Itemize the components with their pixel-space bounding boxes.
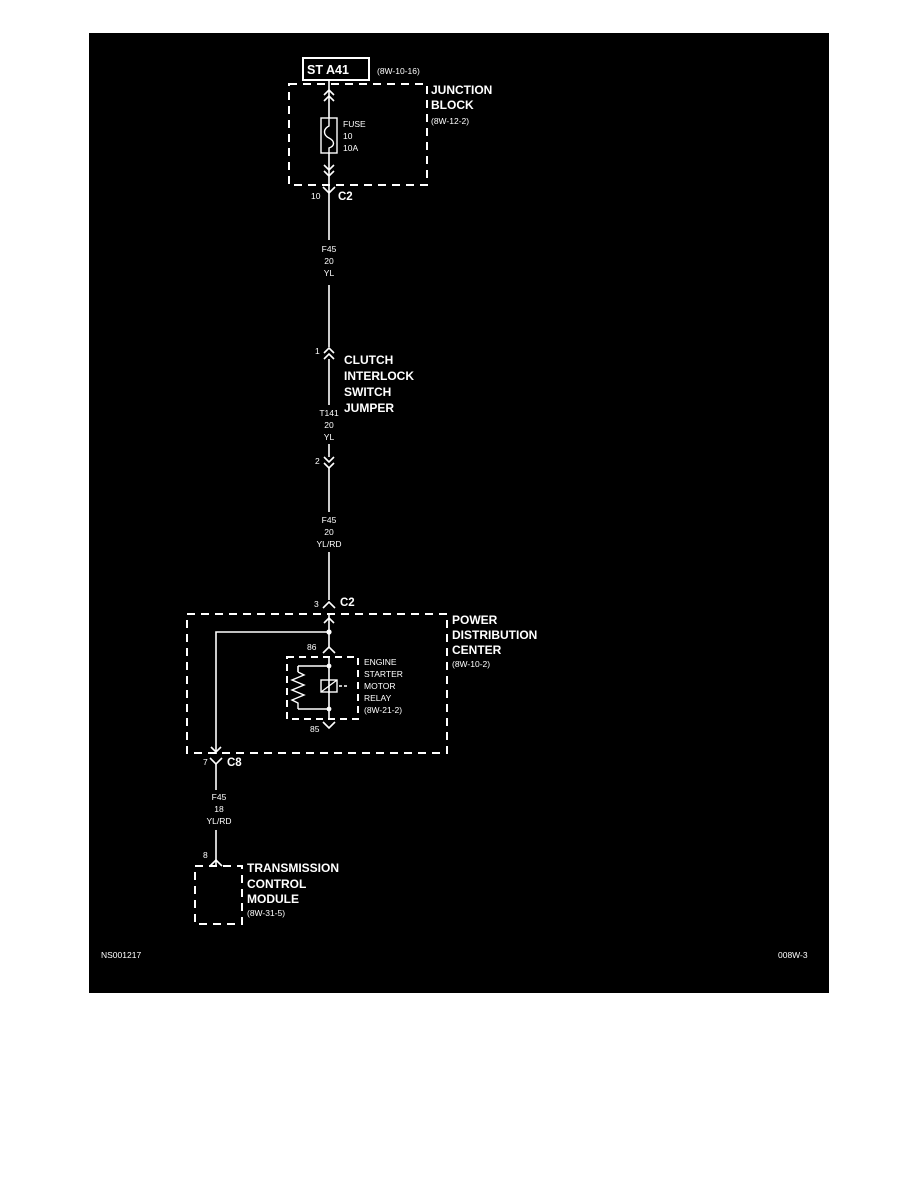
wire-1-color: YL (324, 268, 335, 278)
pdc-bus-wire (215, 631, 329, 754)
wire-3-gauge: 18 (214, 804, 224, 814)
wire-1-circuit: F45 (322, 244, 337, 254)
jb-connector-name: C2 (338, 191, 353, 203)
pdc-c8-inner-chevron (210, 746, 222, 754)
fuse-rating: 10A (343, 143, 358, 153)
junction-block-title-1: JUNCTION (431, 83, 492, 97)
wire-1-gauge: 20 (324, 256, 334, 266)
relay-label-4: RELAY (364, 693, 392, 703)
tcm-pin: 8 (203, 850, 208, 860)
jb-top-chevron (323, 88, 335, 102)
relay-pin-top: 86 (307, 642, 317, 652)
wire-2-gauge: 20 (324, 527, 334, 537)
jumper-pin1-chevron (323, 346, 335, 360)
fuse-element (323, 118, 335, 153)
wire-2-circuit: F45 (322, 515, 337, 525)
pdc-ref: (8W-10-2) (452, 659, 490, 669)
jumper-pin-out: 2 (315, 456, 320, 466)
relay-ref: (8W-21-2) (364, 705, 402, 715)
relay-label-2: STARTER (364, 669, 403, 679)
source-connector-box (302, 57, 370, 81)
jb-connector-pin: 10 (311, 191, 321, 201)
footer-left-code: NS001217 (101, 950, 141, 960)
footer-right-code: 008W-3 (778, 950, 808, 960)
relay-coil-diagonal (320, 679, 338, 693)
tcm-title-3: MODULE (247, 892, 299, 906)
pdc-inner-chevron (323, 616, 335, 624)
jumper-title-4: JUMPER (344, 401, 394, 415)
source-ref: (8W-10-16) (377, 66, 420, 76)
pdc-out-connector: C8 (227, 757, 242, 769)
relay-86-chevron (322, 645, 336, 654)
wire-3-color: YL/RD (206, 816, 231, 826)
diagram-panel (89, 33, 829, 993)
jumper-title-1: CLUTCH (344, 353, 393, 367)
relay-top-dot (326, 663, 332, 669)
tcm-outline (194, 865, 243, 925)
fuse-number: 10 (343, 131, 353, 141)
jumper-color: YL (324, 432, 335, 442)
relay-bottom-dot (326, 706, 332, 712)
relay-pin-bottom: 85 (310, 724, 320, 734)
source-connector-label: ST A41 (307, 63, 349, 77)
jumper-gauge: 20 (324, 420, 334, 430)
pdc-title-2: DISTRIBUTION (452, 628, 537, 642)
relay-outline (286, 656, 359, 720)
junction-block-ref: (8W-12-2) (431, 116, 469, 126)
pdc-title-3: CENTER (452, 643, 502, 657)
relay-resistor (290, 671, 306, 709)
junction-block-outline (288, 83, 428, 186)
wire-3-circuit: F45 (212, 792, 227, 802)
pdc-outline (186, 613, 448, 754)
pdc-connector-pin: 3 (314, 599, 319, 609)
jumper-title-2: INTERLOCK (344, 369, 414, 383)
relay-85-chevron (322, 721, 336, 730)
wire-2-color: YL/RD (316, 539, 341, 549)
jumper-title-3: SWITCH (344, 385, 391, 399)
pdc-junction-dot (326, 629, 332, 635)
tcm-ref: (8W-31-5) (247, 908, 285, 918)
pdc-c2-chevron (322, 600, 336, 609)
tcm-title-1: TRANSMISSION (247, 861, 339, 875)
junction-block-title-2: BLOCK (431, 98, 474, 112)
pdc-title-1: POWER (452, 613, 498, 627)
relay-label-1: ENGINE (364, 657, 397, 667)
pdc-out-pin: 7 (203, 757, 208, 767)
relay-label-3: MOTOR (364, 681, 395, 691)
pdc-connector-name: C2 (340, 597, 355, 609)
jumper-pin-in: 1 (315, 346, 320, 356)
jumper-circuit: T141 (319, 408, 339, 418)
fuse-label: FUSE (343, 119, 366, 129)
tcm-title-2: CONTROL (247, 877, 306, 891)
jb-bottom-chevron (323, 164, 335, 178)
relay-coil (320, 679, 338, 693)
